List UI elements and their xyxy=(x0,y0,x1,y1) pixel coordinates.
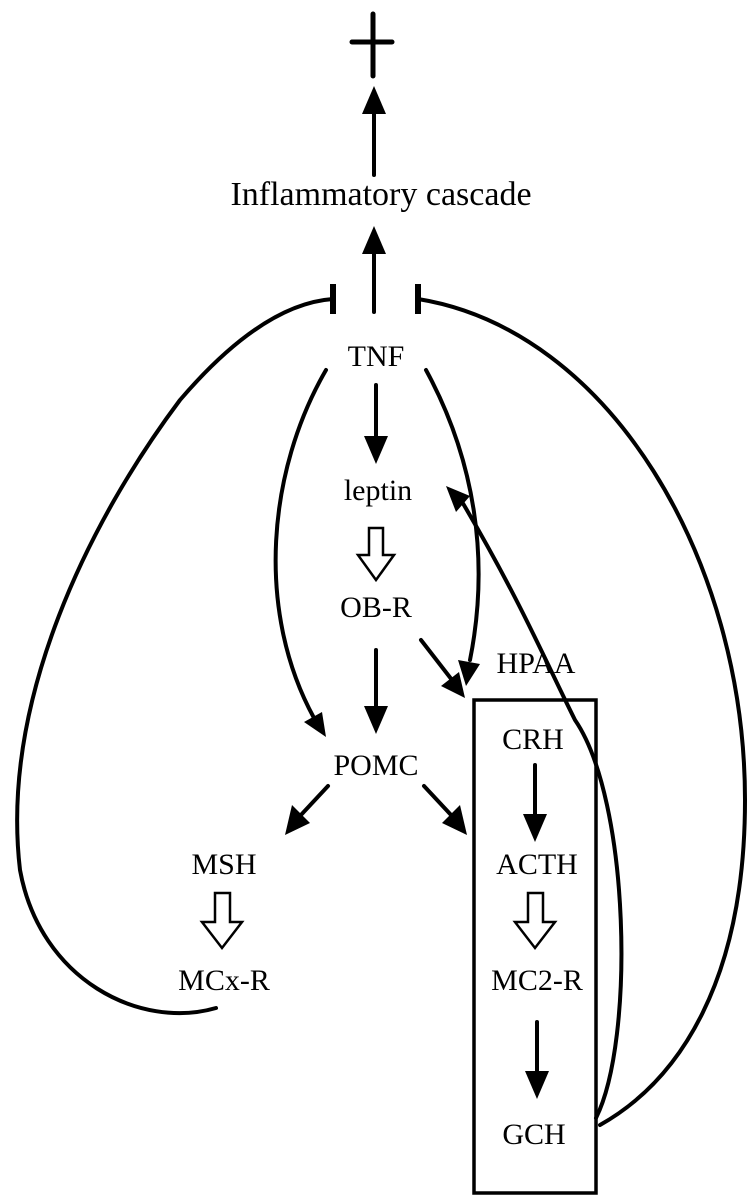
hollow-arrow-acth-to-mc2-r xyxy=(512,891,558,951)
arrow-pomc-to-hpaa-box xyxy=(422,784,467,835)
hollow-arrow-msh-to-mcx-r xyxy=(199,891,245,951)
arrow-tnf-to-pomc xyxy=(273,368,328,737)
arrow-tnf-to-cascade xyxy=(362,226,386,314)
curve-gch-inhibits-cascade xyxy=(416,297,748,1127)
death-cross-symbol xyxy=(349,11,395,79)
mcx-r-label: MCx-R xyxy=(178,964,270,997)
arrow-tnf-to-hpaa xyxy=(424,368,481,686)
arrow-crh-to-acth xyxy=(523,763,547,842)
hollow-arrow-leptin-to-ob-r xyxy=(355,526,397,583)
arrow-tnf-to-leptin xyxy=(364,383,388,464)
hpaa-label: HPAA xyxy=(497,647,576,680)
mc2-r-label: MC2-R xyxy=(491,964,583,997)
arrow-gch-to-leptin xyxy=(446,486,624,1120)
curve-mcx-r-inhibits-cascade xyxy=(15,297,335,1016)
arrow-mc2-r-to-gch xyxy=(525,1020,549,1099)
tnf-label: TNF xyxy=(348,340,405,373)
ob-r-label: OB-R xyxy=(340,591,412,624)
gch-label: GCH xyxy=(502,1118,565,1151)
pomc-label: POMC xyxy=(333,749,418,782)
hpaa-box xyxy=(472,698,598,1195)
arrow-cascade-to-cross xyxy=(362,86,386,177)
leptin-label: leptin xyxy=(344,474,412,507)
arrow-ob-r-to-pomc xyxy=(364,648,388,734)
msh-label: MSH xyxy=(191,848,256,881)
acth-label: ACTH xyxy=(496,848,578,881)
inflammatory-cascade-label: Inflammatory cascade xyxy=(230,176,531,213)
crh-label: CRH xyxy=(502,723,564,756)
arrow-ob-r-to-hpaa xyxy=(419,638,465,698)
arrow-pomc-to-msh xyxy=(285,784,330,835)
